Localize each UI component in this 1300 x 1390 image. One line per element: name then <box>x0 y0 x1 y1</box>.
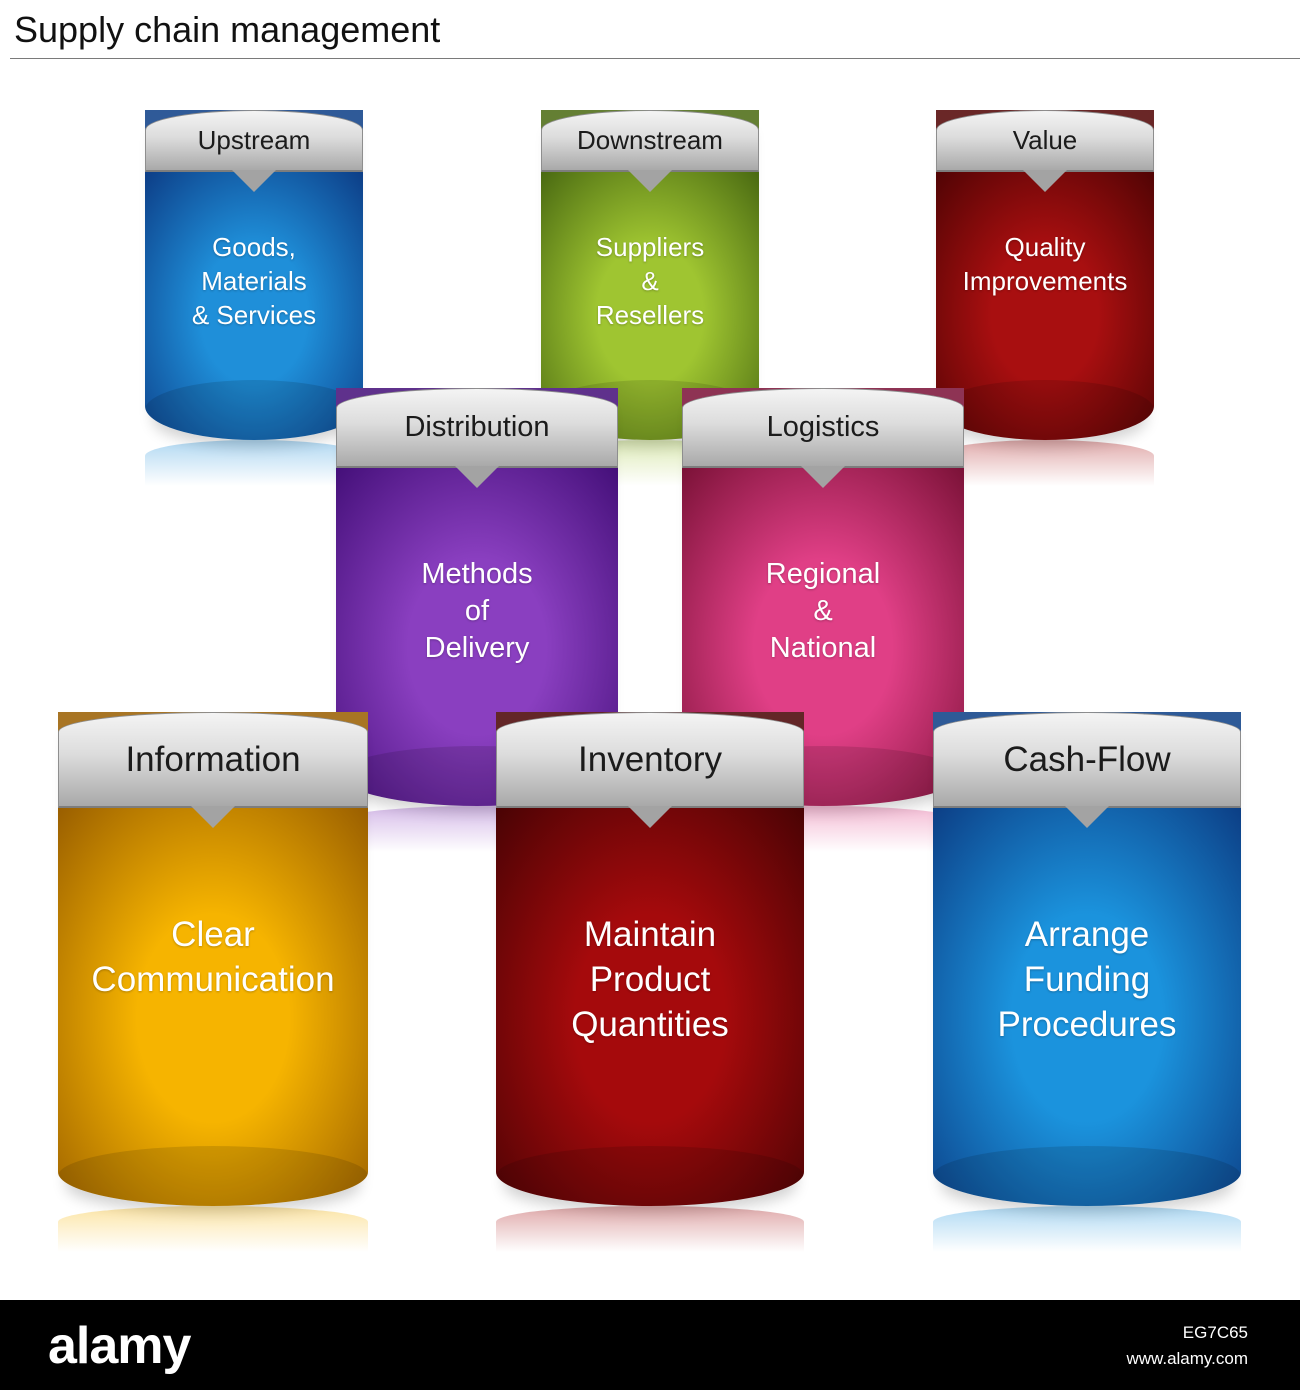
logistics-description: Regional & National <box>765 558 881 664</box>
upstream-label: Upstream <box>197 125 311 155</box>
distribution-block: Distribution Methods of Delivery <box>336 388 618 852</box>
page-title: Supply chain management <box>14 9 441 50</box>
information-block: Information Clear Communication <box>58 712 368 1252</box>
title-divider <box>10 58 1300 59</box>
cash-flow-header: Cash-Flow <box>933 712 1241 828</box>
distribution-label: Distribution <box>404 411 550 443</box>
downstream-description: Suppliers & Resellers <box>595 232 705 330</box>
information-description: Clear Communication <box>91 915 335 999</box>
supply-chain-diagram: Upstream Goods, Materials & Services Dow… <box>58 110 1241 1252</box>
inventory-block: Inventory Maintain Product Quantities <box>496 712 804 1252</box>
downstream-label: Downstream <box>577 125 723 155</box>
image-id: EG7C65 <box>1182 1323 1248 1342</box>
cash-flow-label: Cash-Flow <box>1003 739 1171 779</box>
site-url: www.alamy.com <box>1126 1349 1248 1368</box>
value-header: Value <box>936 110 1154 192</box>
upstream-block: Upstream Goods, Materials & Services <box>145 110 363 486</box>
footer-meta: EG7C65 www.alamy.com <box>1126 1320 1248 1372</box>
upstream-description: Goods, Materials & Services <box>191 232 317 330</box>
value-block: Value Quality Improvements <box>936 110 1154 486</box>
alamy-logo: alamy <box>48 1317 191 1375</box>
value-label: Value <box>1012 125 1078 155</box>
value-description: Quality Improvements <box>962 232 1128 296</box>
logistics-header: Logistics <box>682 388 964 488</box>
information-label: Information <box>125 739 301 779</box>
distribution-description: Methods of Delivery <box>421 558 533 664</box>
cash-flow-reflection <box>933 1206 1241 1252</box>
value-reflection <box>936 440 1154 486</box>
downstream-header: Downstream <box>541 110 759 192</box>
inventory-description: Maintain Product Quantities <box>571 915 729 1044</box>
logistics-label: Logistics <box>766 411 880 443</box>
information-reflection <box>58 1206 368 1252</box>
information-header: Information <box>58 712 368 828</box>
cash-flow-block: Cash-Flow Arrange Funding Procedures <box>933 712 1241 1252</box>
inventory-label: Inventory <box>578 739 722 779</box>
inventory-reflection <box>496 1206 804 1252</box>
cash-flow-description: Arrange Funding Procedures <box>997 915 1177 1044</box>
upstream-header: Upstream <box>145 110 363 192</box>
inventory-header: Inventory <box>496 712 804 828</box>
footer-bar: alamy EG7C65 www.alamy.com <box>0 1300 1300 1390</box>
distribution-header: Distribution <box>336 388 618 488</box>
upstream-reflection <box>145 440 363 486</box>
